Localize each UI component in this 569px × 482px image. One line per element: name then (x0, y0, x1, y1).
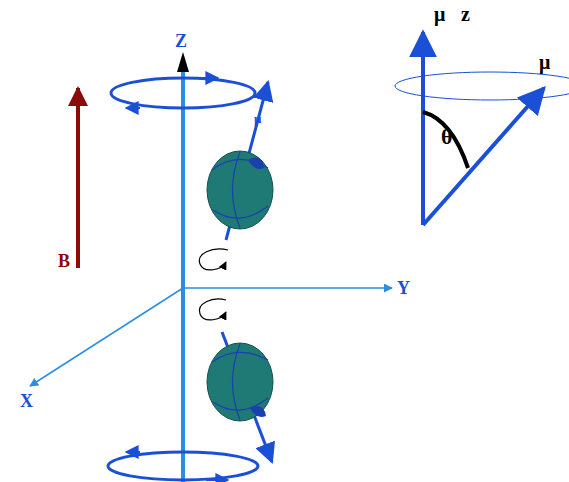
vector-label: μ⃗ (254, 112, 271, 125)
z-axis (181, 72, 185, 482)
theta-arc (423, 112, 468, 168)
sphere-cap (248, 157, 264, 169)
nucleus-sphere (207, 343, 273, 421)
field-arrow (76, 88, 80, 268)
precession-orbit (111, 78, 255, 108)
spin-loop (199, 249, 228, 270)
axis-label: Z (175, 32, 187, 50)
z-axis-head (177, 52, 189, 72)
mu-vector (423, 88, 544, 225)
sphere-line (212, 352, 268, 362)
axis-label: X (20, 392, 33, 410)
orbit-arrow (200, 77, 218, 79)
vector-label: μ⃗z (434, 4, 470, 24)
vector-label: μ⃗ (539, 52, 566, 72)
sphere-line (233, 152, 241, 228)
x-axis (30, 288, 183, 386)
sphere-cap (250, 406, 266, 417)
mu-z-vector (421, 32, 425, 225)
sphere-line (233, 344, 241, 420)
precession-orbit (108, 452, 258, 480)
orbit-arrow (206, 479, 228, 481)
sphere-line (213, 206, 268, 218)
angle-label: θ (441, 126, 452, 148)
y-axis (183, 287, 392, 289)
spin-loop (199, 299, 226, 320)
field-label: B (58, 252, 70, 270)
nucleus-sphere (207, 151, 273, 229)
orbit-arrow (126, 107, 140, 109)
orbit-arrow (126, 451, 140, 453)
axis-label: Y (397, 279, 410, 297)
